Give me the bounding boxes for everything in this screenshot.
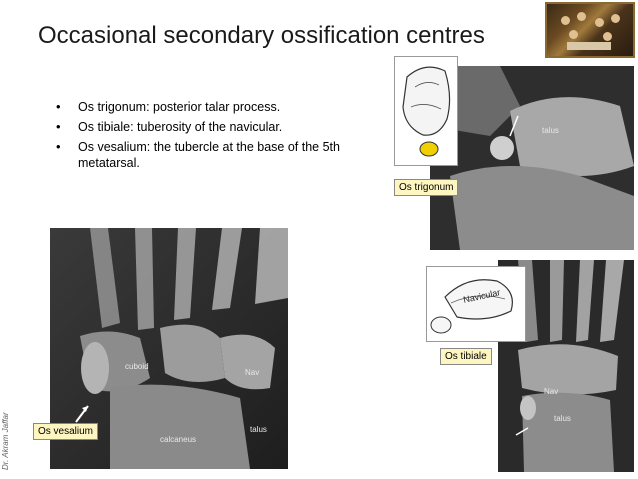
talus-sketch [394, 56, 458, 166]
bullet-os-vesalium: Os vesalium: the tubercle at the base of… [56, 139, 346, 171]
bullet-os-trigonum: Os trigonum: posterior talar process. [56, 99, 346, 115]
label-nav: Nav [245, 368, 260, 377]
ankle-xray-drawing [430, 66, 634, 250]
bullet-list: Os trigonum: posterior talar process. Os… [56, 99, 346, 175]
bullet-os-tibiale: Os tibiale: tuberosity of the navicular. [56, 119, 346, 135]
navicular-sketch-drawing [430, 279, 513, 334]
label-calcaneus: calcaneus [160, 435, 197, 444]
foot-xray-drawing [50, 228, 288, 469]
navicular-sketch: Navicular [426, 266, 526, 342]
label-nav: Nav [544, 387, 559, 396]
anatomy-lesson-painting [545, 2, 635, 58]
label-talus: talus [554, 414, 571, 423]
slide-title: Occasional secondary ossification centre… [38, 22, 485, 49]
label-cuboid: cuboid [125, 362, 149, 371]
ankle-xray-image: talus [430, 66, 634, 250]
label-talus: talus [250, 425, 267, 434]
label-talus: talus [542, 126, 559, 135]
tag-os-vesalium: Os vesalium [33, 423, 99, 440]
author-credit: Dr. Akram Jaffar [1, 412, 10, 470]
talus-sketch-drawing [402, 66, 451, 157]
tag-os-tibiale: Os tibiale [440, 348, 492, 365]
foot-xray-image: cuboid Nav talus calcaneus [50, 228, 288, 469]
tag-os-trigonum: Os trigonum [394, 179, 459, 196]
